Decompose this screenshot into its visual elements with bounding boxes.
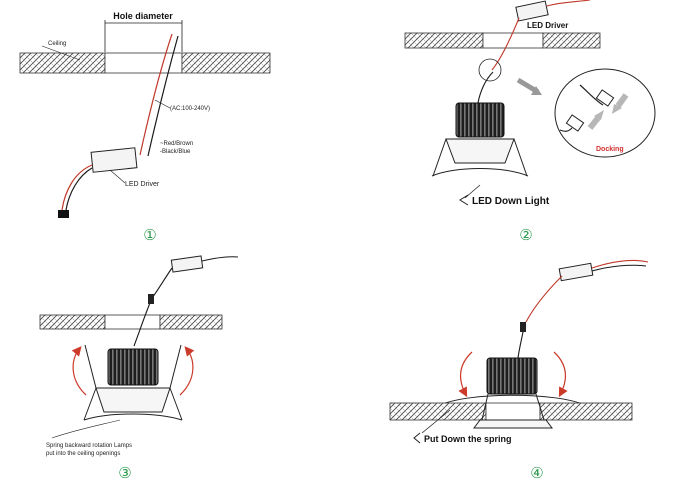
ceiling-label: Ceiling bbox=[48, 41, 66, 47]
mains-wire-black bbox=[591, 264, 647, 272]
trim-right bbox=[169, 387, 183, 421]
ceiling-right bbox=[181, 52, 271, 74]
step-4-label: ④ bbox=[530, 464, 543, 482]
step-1-label: ① bbox=[143, 226, 156, 244]
ceiling-hole bbox=[104, 314, 161, 330]
output-wire-black bbox=[65, 167, 93, 211]
mains-wire-black bbox=[147, 35, 179, 157]
put-down-spring-label: Put Down the spring bbox=[424, 434, 512, 444]
connector-wire-a bbox=[579, 84, 604, 106]
red-brown-label: ~Red/Brown bbox=[160, 141, 193, 147]
led-driver-label: LED Driver bbox=[527, 21, 568, 30]
step-2-label: ② bbox=[519, 226, 532, 244]
connector-female bbox=[565, 114, 585, 132]
ceiling-left bbox=[19, 52, 106, 74]
wire-connector bbox=[148, 294, 154, 304]
mains-wire bbox=[201, 256, 239, 262]
lamp-heatsink bbox=[486, 357, 538, 395]
output-wire-red bbox=[61, 164, 93, 211]
ceiling-right bbox=[159, 314, 223, 330]
label-leader bbox=[421, 409, 451, 434]
led-driver-label: LED Driver bbox=[125, 181, 160, 188]
docking-detail-circle bbox=[554, 68, 656, 158]
led-driver-box bbox=[170, 255, 204, 273]
mains-wire-red bbox=[139, 33, 173, 156]
spring-left bbox=[432, 138, 447, 177]
label-leader bbox=[464, 184, 481, 199]
led-driver-box bbox=[90, 147, 138, 173]
lamp-trim bbox=[95, 387, 171, 413]
led-driver-box bbox=[558, 262, 594, 282]
panel-2: LED Driver LED Down Light bbox=[404, 0, 656, 244]
dock-arrow-up bbox=[587, 116, 601, 130]
black-blue-label: -Black/Blue bbox=[160, 149, 191, 155]
connector-plug bbox=[58, 210, 69, 218]
caption-line-1: Spring backward rotation Lamps bbox=[46, 443, 132, 449]
panel-3: Spring backward rotation Lamps put into … bbox=[39, 255, 239, 482]
lamp-heatsink bbox=[455, 102, 505, 138]
ceiling-left bbox=[389, 402, 487, 421]
driver-wire bbox=[151, 267, 173, 299]
driver-wire-red bbox=[491, 17, 520, 71]
lamp-trim bbox=[445, 138, 515, 164]
spring-arrow-right bbox=[553, 351, 568, 398]
rotation-arrow-right bbox=[179, 346, 195, 396]
docking-magnifier-circle bbox=[478, 58, 502, 82]
label-bracket bbox=[413, 432, 421, 444]
panel-1: Hole diameter Ceiling (AC:100-240V) ~Red… bbox=[19, 11, 271, 244]
voltage-leader bbox=[154, 99, 171, 109]
ceiling-left bbox=[404, 32, 484, 49]
dock-arrow-down-head bbox=[612, 104, 622, 114]
mains-wire-red bbox=[591, 259, 649, 269]
docking-label: Docking bbox=[596, 146, 624, 153]
hole-diameter-label: Hole diameter bbox=[113, 11, 173, 21]
led-down-light bbox=[431, 102, 529, 177]
lamp-body-left bbox=[481, 393, 489, 421]
docking-connector bbox=[559, 84, 629, 132]
ceiling-right bbox=[539, 402, 633, 421]
panel-4: Put Down the spring ④ bbox=[389, 259, 649, 482]
ceiling-left bbox=[39, 314, 106, 330]
caption-line-2: put into the ceiling openings bbox=[46, 451, 120, 457]
led-down-light bbox=[83, 344, 183, 421]
rotation-arrow-left bbox=[71, 346, 87, 396]
connector-male bbox=[595, 89, 615, 107]
led-down-light-label: LED Down Light bbox=[472, 196, 550, 207]
mains-wire bbox=[546, 0, 591, 7]
zoom-arrow-head bbox=[531, 86, 542, 95]
lamp-trim bbox=[473, 419, 553, 429]
ceiling-hole bbox=[482, 32, 544, 49]
spring-left bbox=[84, 344, 97, 389]
spring-arrow-left bbox=[458, 351, 473, 398]
spring-arc bbox=[439, 394, 586, 406]
trim-left bbox=[83, 387, 97, 421]
lamp-bezel bbox=[83, 413, 183, 421]
led-down-light bbox=[439, 357, 586, 406]
spring-right bbox=[513, 138, 528, 177]
step-3-label: ③ bbox=[118, 464, 131, 482]
driver-leader bbox=[109, 169, 126, 184]
ceiling-right bbox=[542, 32, 601, 49]
dock-arrow-up-head bbox=[594, 110, 604, 120]
ac-voltage-label: (AC:100-240V) bbox=[170, 106, 210, 112]
driver-wire bbox=[525, 275, 563, 323]
wire-connector bbox=[520, 322, 526, 332]
lamp-wire bbox=[517, 331, 524, 359]
led-driver-box bbox=[515, 0, 549, 22]
dock-arrow-down bbox=[615, 93, 629, 108]
caption-leader bbox=[51, 419, 121, 439]
spring-right bbox=[169, 344, 182, 389]
lamp-body-right bbox=[535, 393, 545, 421]
ceiling-hole bbox=[485, 402, 541, 421]
lamp-bezel bbox=[431, 168, 529, 177]
lamp-heatsink bbox=[107, 348, 159, 386]
lamp-wire bbox=[477, 71, 494, 104]
connector-wire-b bbox=[559, 127, 573, 132]
label-bracket bbox=[459, 194, 469, 206]
ceiling-leader bbox=[41, 45, 81, 61]
